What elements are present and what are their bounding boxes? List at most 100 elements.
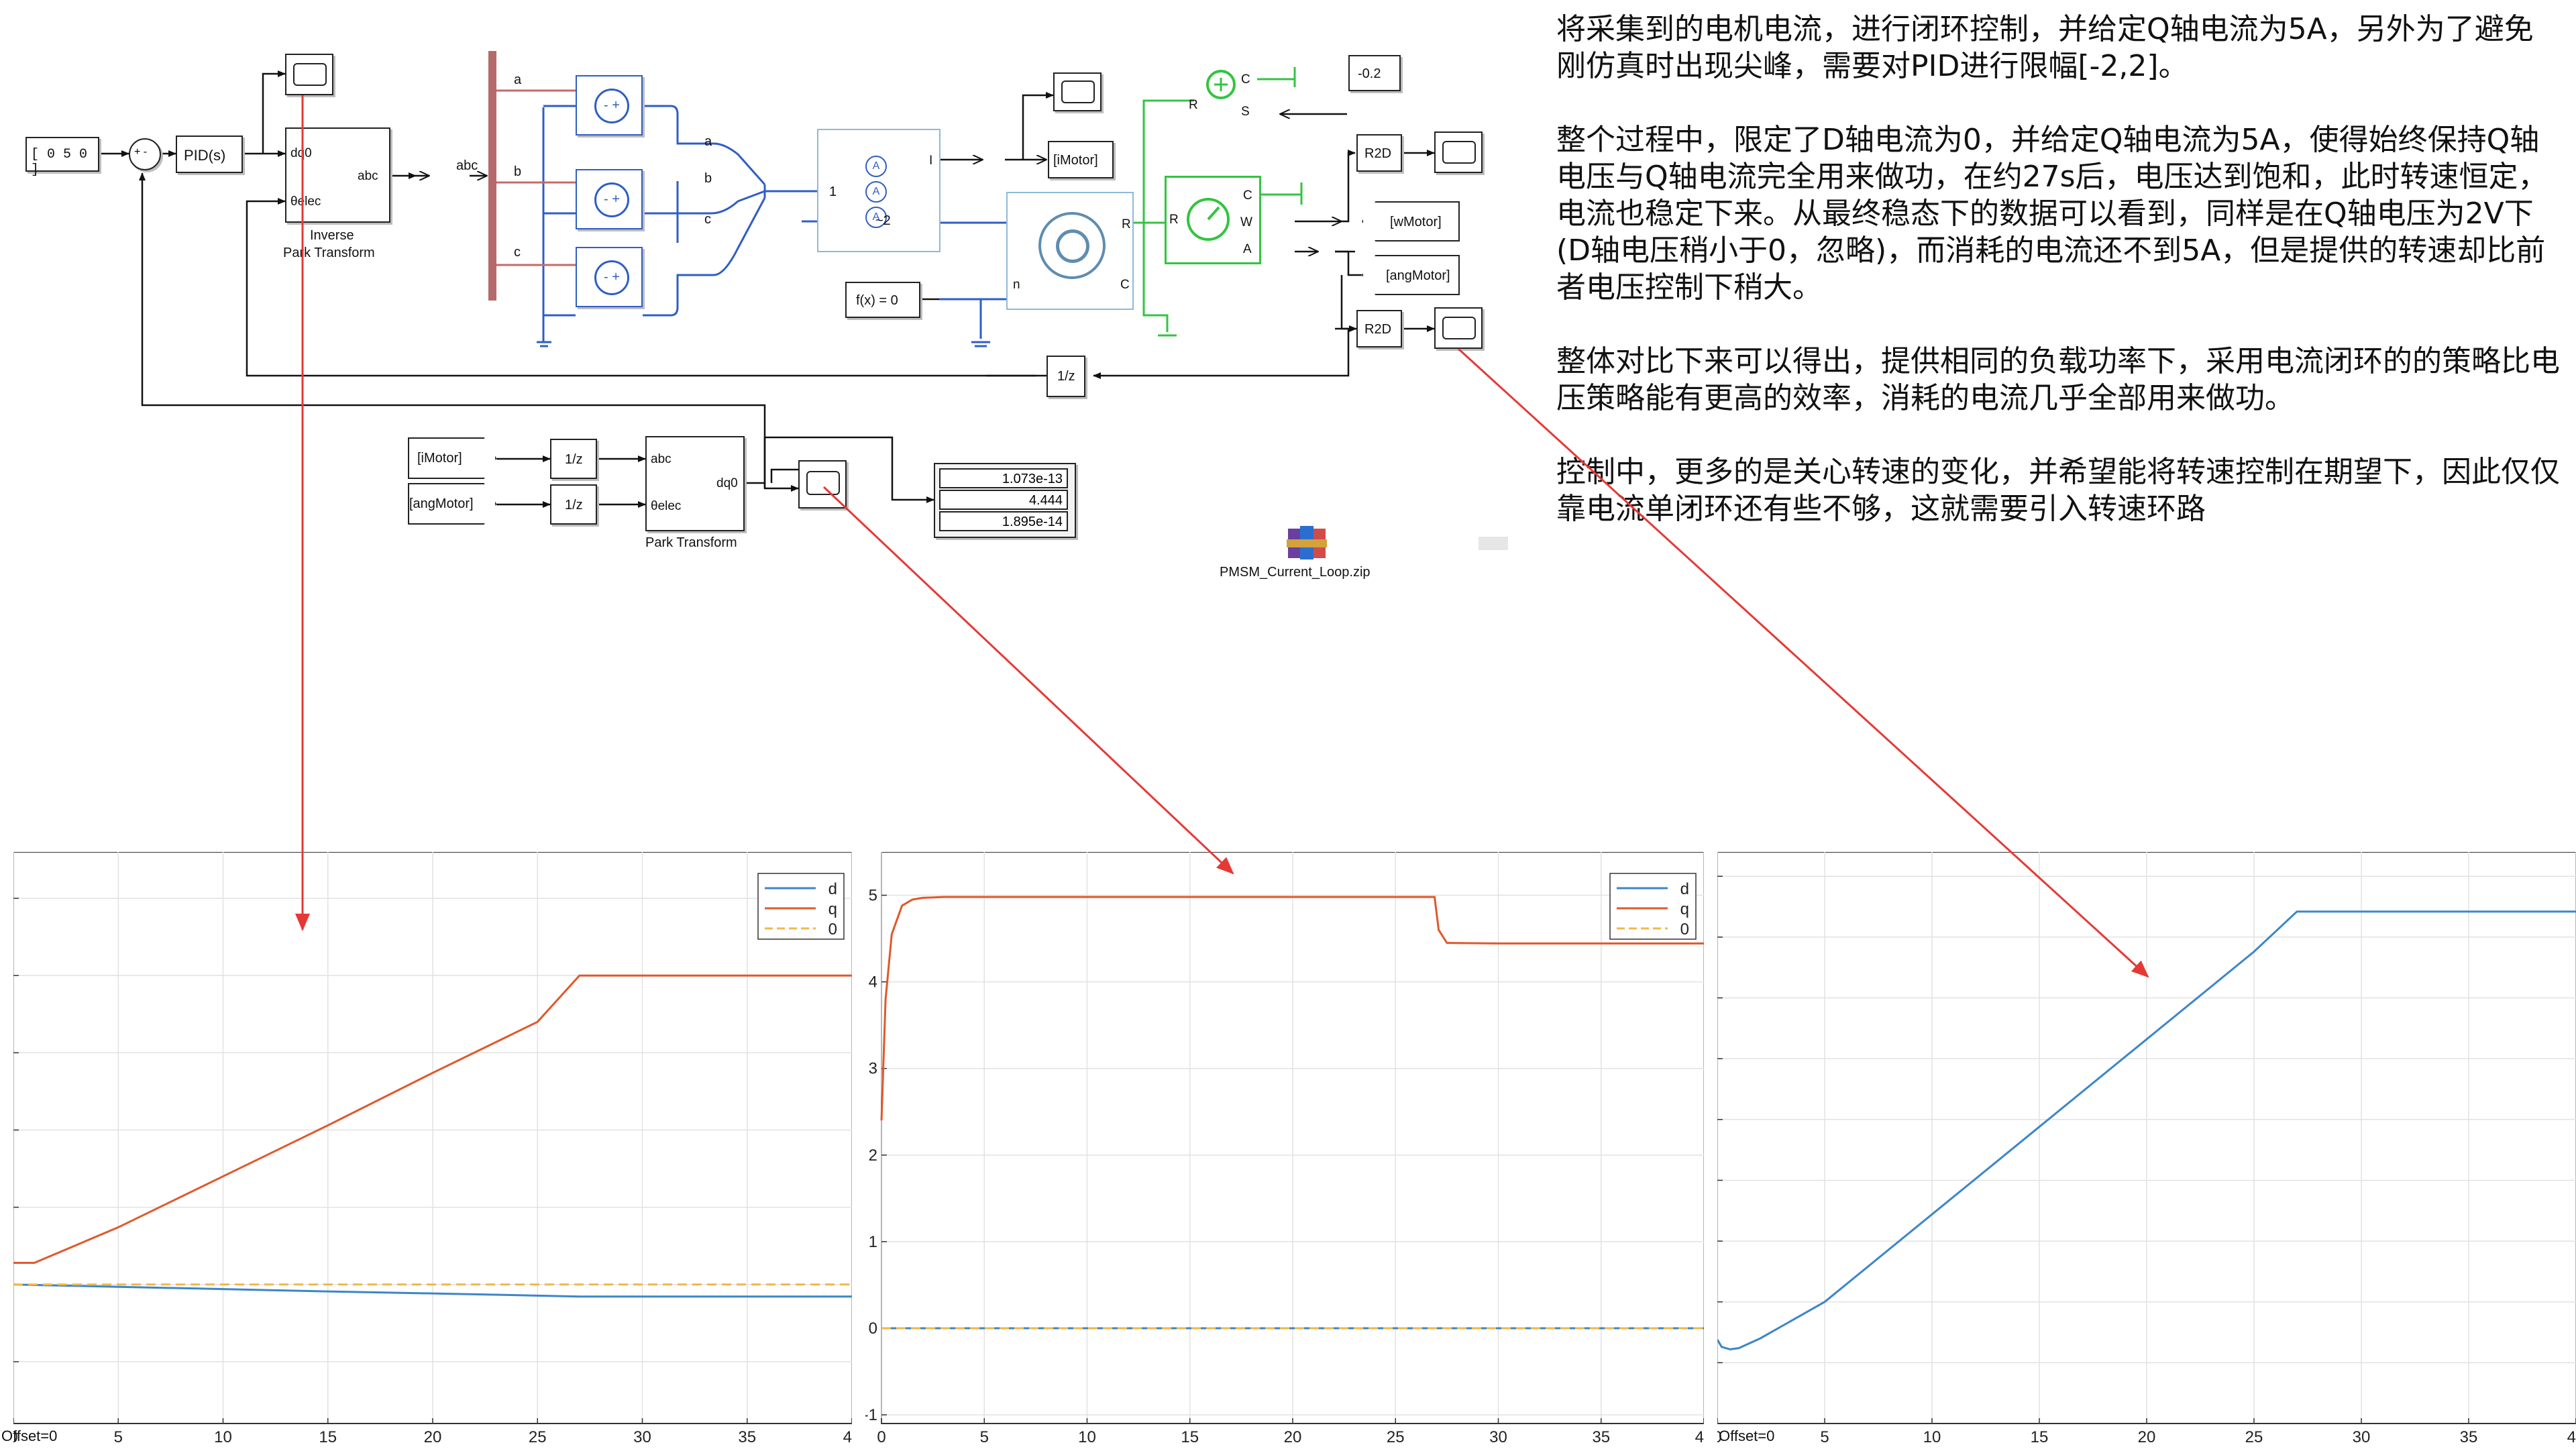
- unit-delay-feedback[interactable]: 1/z: [1046, 356, 1085, 397]
- voltage-source-icon: - +: [594, 89, 629, 123]
- torque-constant-block[interactable]: -0.2: [1348, 55, 1401, 91]
- zip-file-icon[interactable]: [1287, 525, 1327, 562]
- conn-label-b: b: [704, 171, 712, 186]
- series-line-speed: [1717, 910, 2576, 1350]
- ammeter-icon: A: [865, 156, 887, 177]
- motion-port-W: W: [1240, 215, 1252, 229]
- from-tag-iMotor[interactable]: [iMotor]: [408, 437, 496, 479]
- scope-plot-speed[interactable]: 0510152025303540050010001500200025003000…: [1717, 852, 2576, 1449]
- park-port-theta: θelec: [651, 499, 682, 513]
- port-label-2: ~2: [875, 213, 891, 228]
- display-value-q: 4.444: [939, 490, 1068, 510]
- x-tick-label: 40: [2567, 1428, 2576, 1446]
- unit-delay-angle[interactable]: 1/z: [550, 484, 597, 525]
- scope-screen-icon: [1061, 80, 1095, 103]
- series-line-d: [13, 1283, 852, 1298]
- x-tick-label: 10: [1923, 1428, 1941, 1446]
- motion-sensor-icon: [1187, 198, 1230, 241]
- display-block[interactable]: 1.073e-13 4.444 1.895e-14: [934, 463, 1076, 538]
- scope-angle[interactable]: [1434, 307, 1483, 349]
- x-tick-label: 5: [1820, 1428, 1829, 1446]
- x-tick-label: 25: [1387, 1428, 1405, 1446]
- note-paragraph-2: 整个过程中，限定了D轴电流为0，并给定Q轴电流为5A，使得始终保持Q轴电压与Q轴…: [1556, 123, 2548, 305]
- from-iMotor-label: [iMotor]: [417, 451, 462, 466]
- legend-label: d: [1680, 880, 1689, 898]
- goto-tag-iMotor[interactable]: [iMotor]: [1048, 141, 1114, 178]
- scope-speed[interactable]: [1434, 131, 1483, 173]
- offset-label-right: Offset=0: [1719, 1428, 1775, 1444]
- display-value-0: 1.895e-14: [939, 511, 1068, 531]
- inv-park-port-theta: θelec: [290, 195, 321, 209]
- motion-sensor-block[interactable]: R C W A: [1165, 176, 1261, 264]
- x-tick-label: 0: [877, 1428, 885, 1446]
- pmsm-motor-block[interactable]: R C n: [1006, 192, 1134, 310]
- y-tick-label: -1: [865, 1406, 877, 1424]
- x-tick-label: 20: [424, 1428, 442, 1446]
- note-paragraph-3: 整体对比下来可以得出，提供相同的负载功率下，采用电流闭环的的策略比电压策略能有更…: [1556, 344, 2560, 415]
- conn-label-c: c: [704, 212, 711, 227]
- r2d-block-angle[interactable]: R2D: [1356, 310, 1402, 347]
- y-tick-label: 4: [869, 973, 877, 991]
- park-transform-block[interactable]: abc θelec dq0: [645, 436, 745, 531]
- inv-park-port-dq0: dq0: [290, 146, 312, 160]
- explanation-notes: 将采集到的电机电流，进行闭环控制，并给定Q轴电流为5A，另外为了避免刚仿真时出现…: [1556, 11, 2563, 564]
- zip-file-label[interactable]: PMSM_Current_Loop.zip: [1220, 565, 1371, 580]
- voltage-source-a[interactable]: - +: [576, 75, 643, 136]
- sum-signs: + -: [134, 146, 148, 158]
- torque-port-S: S: [1241, 105, 1250, 119]
- sum-block[interactable]: + -: [129, 138, 161, 170]
- ammeter-icon: A: [865, 181, 887, 203]
- voltage-source-icon: - +: [594, 260, 629, 295]
- x-tick-label: 25: [2245, 1428, 2263, 1446]
- pid-label: PID(s): [184, 147, 226, 164]
- ammeter-icon: A: [865, 207, 887, 228]
- x-tick-label: 35: [738, 1428, 756, 1446]
- park-port-dq0: dq0: [716, 476, 738, 490]
- inverse-park-caption-1: Inverse: [310, 228, 354, 243]
- series-line-q: [13, 974, 852, 1265]
- x-tick-label: 15: [2031, 1428, 2049, 1446]
- scope-voltage-dq0[interactable]: [285, 54, 333, 95]
- legend-label: 0: [828, 920, 837, 938]
- x-tick-label: 40: [843, 1428, 852, 1446]
- offset-label-left: Offset=0: [1, 1428, 58, 1444]
- demux-bar[interactable]: [488, 51, 496, 301]
- delay-label: 1/z: [565, 452, 583, 467]
- constant-block[interactable]: [ 0 5 0 ]: [25, 137, 99, 178]
- abc-signal-label: abc: [456, 158, 478, 173]
- r2d-block-speed[interactable]: R2D: [1356, 134, 1402, 172]
- scope-current-dq0[interactable]: [798, 460, 847, 508]
- unit-delay-current[interactable]: 1/z: [550, 439, 597, 479]
- voltage-source-b[interactable]: - +: [576, 169, 643, 229]
- torque-source-icon: [1206, 70, 1236, 99]
- scope-screen-icon: [1442, 317, 1476, 339]
- goto-tag-angMotor[interactable]: [angMotor]: [1362, 255, 1460, 295]
- x-tick-label: 20: [1284, 1428, 1302, 1446]
- current-sensor-block[interactable]: A A A I: [817, 129, 941, 252]
- from-tag-angMotor[interactable]: [angMotor]: [408, 483, 496, 525]
- solver-configuration-block[interactable]: f(x) = 0: [845, 282, 920, 318]
- inverse-park-transform-block[interactable]: dq0 θelec abc: [285, 127, 390, 223]
- park-port-abc: abc: [651, 452, 672, 466]
- sensor-output-I: I: [929, 154, 933, 168]
- scope-screen-icon: [1442, 141, 1476, 164]
- x-tick-label: 20: [2138, 1428, 2156, 1446]
- conn-label-a: a: [704, 134, 712, 149]
- voltage-source-c[interactable]: - +: [576, 247, 643, 307]
- pid-controller-block[interactable]: PID(s): [176, 136, 243, 173]
- park-caption: Park Transform: [645, 535, 737, 550]
- torque-port-R: R: [1189, 98, 1198, 112]
- goto-angMotor-label: [angMotor]: [1386, 268, 1450, 283]
- r2d-label: R2D: [1364, 146, 1392, 161]
- torque-source-block[interactable]: C R S: [1189, 62, 1257, 129]
- goto-tag-wMotor[interactable]: [wMotor]: [1362, 201, 1460, 241]
- inv-park-port-abc: abc: [358, 169, 378, 183]
- voltage-source-icon: - +: [594, 182, 629, 217]
- legend-label: d: [828, 880, 837, 898]
- scope-current[interactable]: [1053, 72, 1102, 111]
- y-tick-label: 1: [869, 1233, 877, 1251]
- y-tick-label: 5: [869, 887, 877, 905]
